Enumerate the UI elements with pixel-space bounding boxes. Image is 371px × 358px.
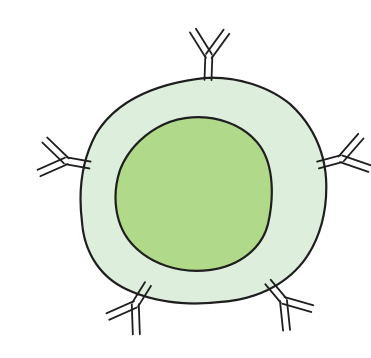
antibody-stem-edge-a — [211, 56, 212, 80]
nucleus — [116, 117, 272, 271]
antibody-stem-edge-b — [205, 56, 206, 80]
antibody-arm-left-edge-b — [139, 304, 140, 334]
